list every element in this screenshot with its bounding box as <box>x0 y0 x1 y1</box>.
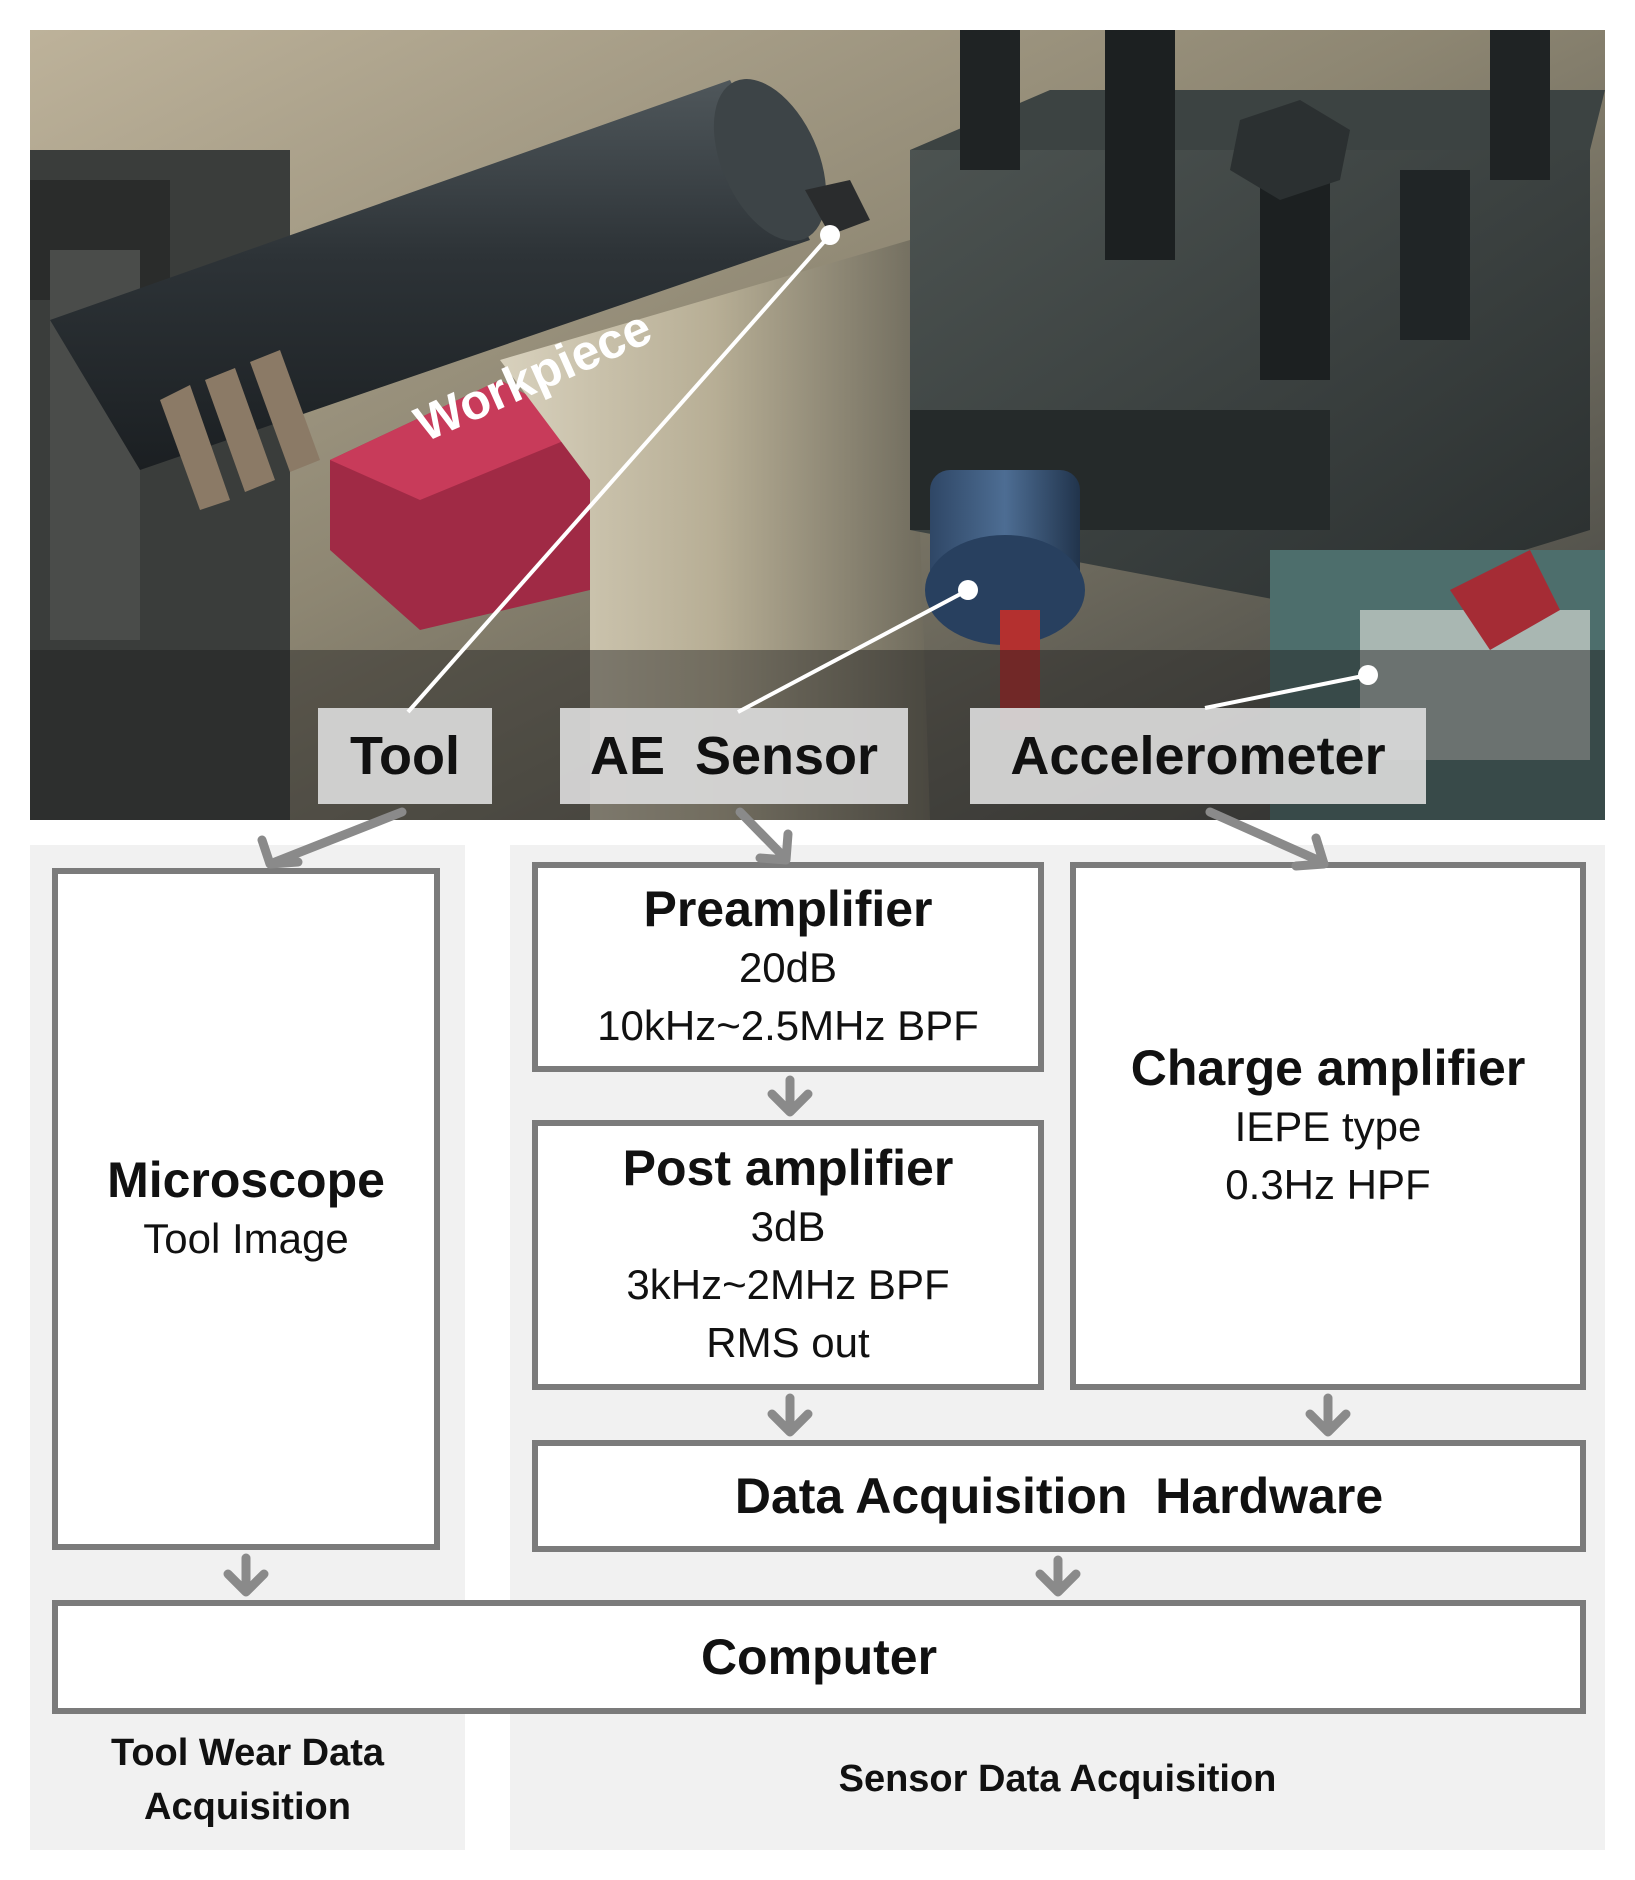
post-amplifier-gain: 3dB <box>750 1203 826 1250</box>
preamplifier-box: Preamplifier 20dB 10kHz~2.5MHz BPF <box>532 862 1044 1072</box>
computer-box: Computer <box>52 1600 1586 1714</box>
daq-hardware-title: Data Acquisition Hardware <box>734 1468 1384 1524</box>
post-amplifier-output: RMS out <box>706 1319 870 1366</box>
post-amplifier-title: Post amplifier <box>622 1140 954 1196</box>
preamplifier-filter: 10kHz~2.5MHz BPF <box>597 1002 979 1049</box>
charge-amplifier-box: Charge amplifier IEPE type 0.3Hz HPF <box>1070 862 1586 1390</box>
post-amplifier-filter: 3kHz~2MHz BPF <box>626 1261 950 1308</box>
microscope-line: Tool Image <box>143 1215 349 1262</box>
charge-amplifier-title: Charge amplifier <box>1130 1040 1526 1096</box>
daq-hardware-box: Data Acquisition Hardware <box>532 1440 1586 1552</box>
lathe-photo <box>30 30 1605 820</box>
computer-title: Computer <box>700 1629 938 1685</box>
accelerometer-callout: Accelerometer <box>970 708 1426 804</box>
microscope-box: Microscope Tool Image <box>52 868 440 1550</box>
sensor-group-label: Sensor Data Acquisition <box>838 1758 1277 1800</box>
charge-amplifier-type: IEPE type <box>1234 1103 1422 1150</box>
tool-wear-group-label: Tool Wear Data Acquisition <box>110 1732 385 1828</box>
tool-callout: Tool <box>318 708 492 804</box>
preamplifier-gain: 20dB <box>738 944 838 991</box>
ae-sensor-callout: AE Sensor <box>560 708 908 804</box>
microscope-title: Microscope <box>107 1152 385 1208</box>
preamplifier-title: Preamplifier <box>643 881 933 937</box>
charge-amplifier-filter: 0.3Hz HPF <box>1225 1161 1431 1208</box>
post-amplifier-box: Post amplifier 3dB 3kHz~2MHz BPF RMS out <box>532 1120 1044 1390</box>
